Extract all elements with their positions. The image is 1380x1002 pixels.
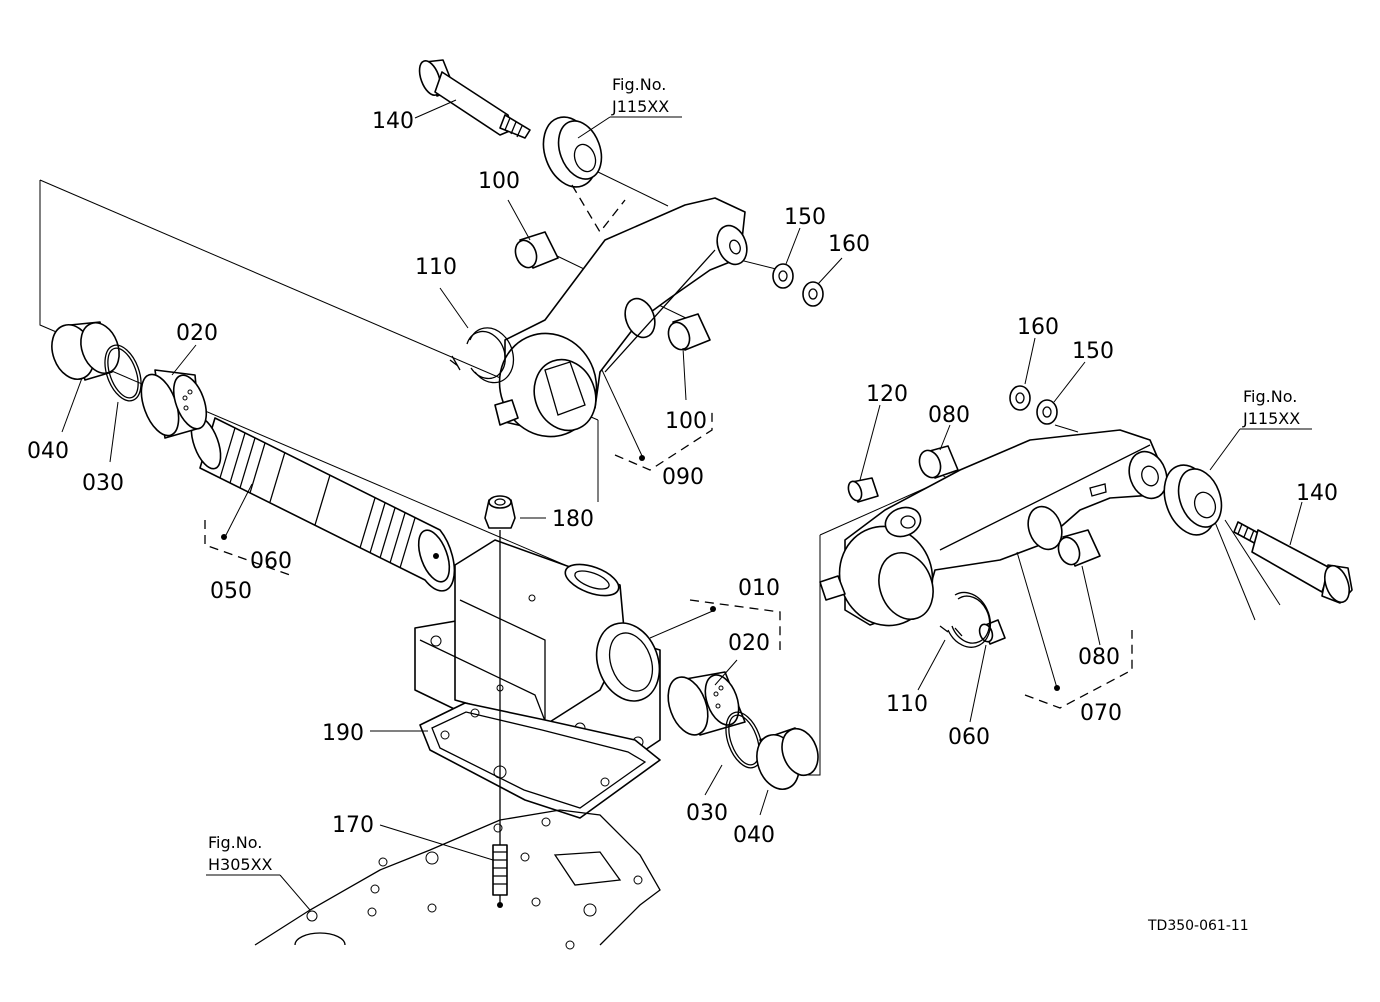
left-bushing-set (51, 321, 208, 439)
callout-110-upper: 110 (415, 255, 457, 280)
callout-030-right: 030 (686, 801, 728, 826)
callout-160-lower: 160 (1017, 315, 1059, 340)
callout-180: 180 (552, 507, 594, 532)
callout-080-upper: 080 (928, 403, 970, 428)
drawing-code: TD350-061-11 (1147, 918, 1249, 934)
right-bushing-set (667, 671, 819, 790)
callout-170: 170 (332, 813, 374, 838)
leader-lines (61, 99, 1303, 911)
transmission-plate (254, 809, 661, 950)
fig-ref-bottom-line2: H305XX (208, 855, 273, 874)
group-brackets (204, 408, 1133, 709)
fig-ref-bottom-line1: Fig.No. (208, 833, 262, 852)
callout-labels: 140 100 110 020 040 030 060 050 180 150 … (27, 109, 1338, 848)
callout-050: 050 (210, 579, 252, 604)
lower-small-parts (847, 385, 1101, 648)
callout-040-right: 040 (733, 823, 775, 848)
callout-010: 010 (738, 576, 780, 601)
stud-and-nut (484, 495, 516, 908)
figure-reference-bottom: Fig.No. H305XX (206, 833, 280, 876)
fig-ref-top-line2: J115XX (611, 97, 669, 116)
figure-reference-top: Fig.No. J115XX (577, 75, 682, 139)
fig-ref-right-line1: Fig.No. (1243, 387, 1297, 406)
callout-140-lower: 140 (1296, 481, 1338, 506)
callout-110-lower: 110 (886, 692, 928, 717)
lower-lift-arm (819, 429, 1168, 627)
fig-ref-right-line2: J115XX (1242, 409, 1300, 428)
callout-070: 070 (1080, 701, 1122, 726)
callout-030-left: 030 (82, 471, 124, 496)
callout-140-upper: 140 (372, 109, 414, 134)
callout-090: 090 (662, 465, 704, 490)
callout-060-left: 060 (250, 549, 292, 574)
splined-shaft (190, 416, 456, 592)
upper-lift-arm (494, 197, 748, 438)
callout-120: 120 (866, 382, 908, 407)
gasket (419, 702, 661, 819)
callout-100-lower: 100 (665, 409, 707, 434)
callout-160-upper: 160 (828, 232, 870, 257)
figure-reference-right: Fig.No. J115XX (1209, 387, 1312, 471)
fig-ref-top-line1: Fig.No. (612, 75, 666, 94)
callout-080-lower: 080 (1078, 645, 1120, 670)
upper-pin-and-bearing (418, 59, 626, 234)
upper-small-parts (449, 231, 824, 384)
callout-060-right: 060 (948, 725, 990, 750)
callout-150-upper: 150 (784, 205, 826, 230)
callout-020-left: 020 (176, 321, 218, 346)
lift-housing (414, 539, 661, 761)
callout-100-upper: 100 (478, 169, 520, 194)
callout-190: 190 (322, 721, 364, 746)
callout-040-left: 040 (27, 439, 69, 464)
callout-020-right: 020 (728, 631, 770, 656)
callout-150-lower: 150 (1072, 339, 1114, 364)
lower-pin-and-bearing (1163, 464, 1353, 604)
